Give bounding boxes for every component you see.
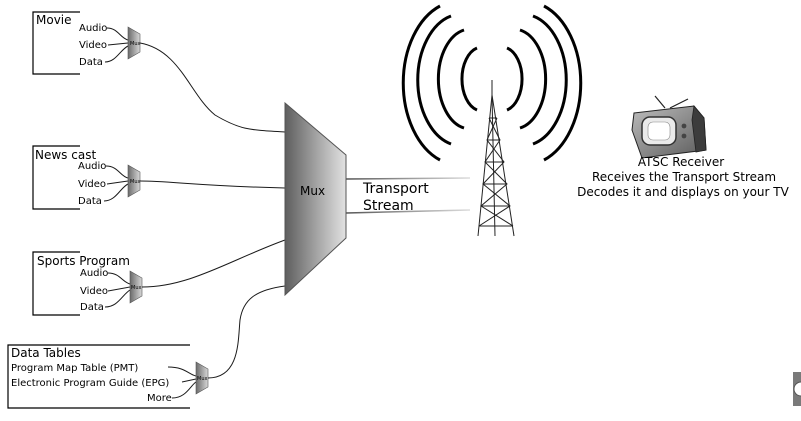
signal-line bbox=[108, 43, 128, 45]
main-mux-shape bbox=[285, 103, 346, 295]
main-mux-label: Mux bbox=[300, 184, 325, 198]
source-title: Sports Program bbox=[37, 254, 130, 268]
source-item-audio: Audio bbox=[79, 23, 107, 34]
broadcast-tower-icon bbox=[403, 6, 580, 236]
receiver-description: ATSC Receiver Receives the Transport Str… bbox=[577, 155, 789, 199]
receiver-title: ATSC Receiver bbox=[638, 155, 724, 169]
transport-line bbox=[346, 178, 470, 179]
small-mux-label: Mux bbox=[197, 376, 207, 382]
signal-wave-icon bbox=[418, 16, 451, 144]
signal-line bbox=[108, 287, 130, 291]
signal-wave-icon bbox=[533, 16, 566, 144]
source-title: Movie bbox=[36, 13, 72, 27]
transport-label-line2: Stream bbox=[363, 198, 414, 214]
signal-wave-icon bbox=[438, 30, 464, 128]
source-group-movie: Movie Audio Video Data Mux bbox=[33, 12, 140, 74]
source-title: News cast bbox=[35, 148, 96, 162]
source-item-video: Video bbox=[79, 40, 107, 51]
signal-line bbox=[107, 181, 128, 184]
source-item-more: More bbox=[147, 393, 172, 404]
source-item-epg: Electronic Program Guide (EPG) bbox=[11, 378, 169, 389]
connection-curve bbox=[142, 240, 285, 287]
signal-line bbox=[106, 166, 128, 178]
small-mux-label: Mux bbox=[131, 285, 141, 291]
signal-line bbox=[107, 28, 128, 40]
signal-line bbox=[104, 184, 128, 201]
source-item-data: Data bbox=[79, 57, 103, 68]
signal-wave-icon bbox=[462, 48, 477, 110]
signal-line bbox=[105, 46, 128, 62]
receiver-line2: Receives the Transport Stream bbox=[592, 170, 776, 184]
signal-line bbox=[172, 382, 196, 398]
signal-wave-icon bbox=[520, 30, 546, 128]
source-title: Data Tables bbox=[11, 346, 81, 360]
source-item-video: Video bbox=[80, 286, 108, 297]
transport-stream: Transport Stream bbox=[346, 178, 470, 214]
source-group-sports: Sports Program Audio Video Data Mux bbox=[33, 252, 142, 315]
source-group-data-tables: Data Tables Program Map Table (PMT) Elec… bbox=[8, 345, 208, 408]
signal-line bbox=[182, 379, 196, 382]
receiver-line3: Decodes it and displays on your TV bbox=[577, 185, 789, 199]
connection-curve bbox=[140, 181, 285, 188]
signal-line bbox=[108, 273, 130, 284]
source-item-video: Video bbox=[78, 179, 106, 190]
signal-wave-icon bbox=[507, 48, 522, 110]
signal-line bbox=[105, 290, 130, 307]
main-mux: Mux bbox=[285, 103, 346, 295]
small-mux-label: Mux bbox=[130, 41, 140, 47]
source-group-newscast: News cast Audio Video Data Mux bbox=[33, 146, 140, 209]
connection-curve bbox=[208, 286, 285, 378]
small-mux-label: Mux bbox=[130, 179, 140, 185]
source-item-pmt: Program Map Table (PMT) bbox=[11, 363, 138, 374]
source-item-audio: Audio bbox=[78, 161, 106, 172]
source-item-data: Data bbox=[78, 196, 102, 207]
connection-curve bbox=[140, 43, 285, 132]
source-item-data: Data bbox=[80, 302, 104, 313]
tv-icon bbox=[632, 96, 706, 158]
signal-line bbox=[168, 367, 196, 376]
source-item-audio: Audio bbox=[80, 268, 108, 279]
transport-label-line1: Transport bbox=[362, 181, 429, 197]
